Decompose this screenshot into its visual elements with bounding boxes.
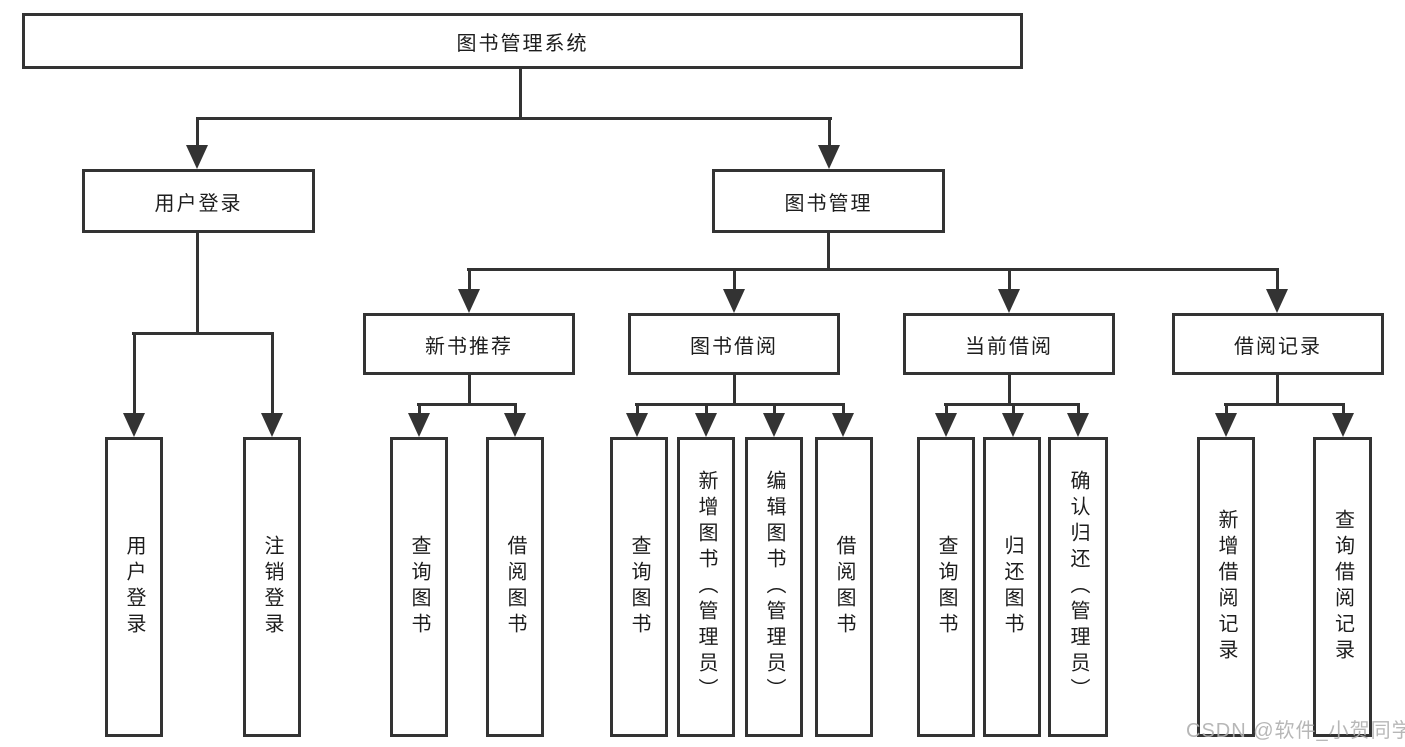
connector-line — [842, 403, 845, 414]
arrow-down-icon — [695, 413, 717, 437]
connector-line — [945, 403, 948, 414]
connector-line — [773, 403, 776, 414]
arrow-down-icon — [458, 289, 480, 313]
leaf-confirm-return-admin: 确认归还（管理员） — [1048, 437, 1108, 737]
connector-line — [1012, 403, 1015, 414]
node-label: 图书管理系统 — [456, 32, 589, 55]
node-label: 注销登录 — [261, 535, 283, 639]
leaf-logout: 注销登录 — [243, 437, 301, 737]
arrow-down-icon — [818, 145, 840, 169]
node-label: 查询图书 — [628, 535, 650, 639]
arrow-down-icon — [261, 413, 283, 437]
node-new-book-recommend: 新书推荐 — [363, 313, 575, 375]
connector-line — [467, 268, 1279, 271]
connector-line — [636, 403, 639, 414]
connector-line — [827, 233, 830, 271]
connector-line — [196, 233, 199, 335]
connector-line — [418, 403, 421, 414]
leaf-query-books-3: 查询图书 — [917, 437, 975, 737]
arrow-down-icon — [1067, 413, 1089, 437]
connector-line — [1008, 375, 1011, 406]
arrow-down-icon — [408, 413, 430, 437]
node-current-borrow: 当前借阅 — [903, 313, 1115, 375]
arrow-down-icon — [123, 413, 145, 437]
connector-line — [196, 117, 832, 120]
connector-line — [196, 117, 199, 145]
node-borrow-record: 借阅记录 — [1172, 313, 1384, 375]
node-book-management: 图书管理 — [712, 169, 945, 233]
arrow-down-icon — [763, 413, 785, 437]
node-label: 借阅图书 — [504, 535, 526, 639]
connector-line — [1276, 375, 1279, 406]
arrow-down-icon — [935, 413, 957, 437]
connector-line — [828, 117, 831, 145]
leaf-query-borrow-record: 查询借阅记录 — [1313, 437, 1372, 737]
connector-line — [1224, 403, 1345, 406]
connector-line — [1225, 403, 1228, 414]
node-label: 新增图书（管理员） — [695, 470, 717, 704]
leaf-add-books-admin: 新增图书（管理员） — [677, 437, 735, 737]
node-root: 图书管理系统 — [22, 13, 1023, 69]
arrow-down-icon — [626, 413, 648, 437]
connector-line — [271, 332, 274, 413]
node-label: 归还图书 — [1001, 535, 1023, 639]
node-label: 用户登录 — [123, 535, 145, 639]
connector-line — [1276, 268, 1279, 289]
arrow-down-icon — [832, 413, 854, 437]
leaf-add-borrow-record: 新增借阅记录 — [1197, 437, 1255, 737]
leaf-user-login: 用户登录 — [105, 437, 163, 737]
node-label: 图书管理 — [784, 192, 873, 215]
arrow-down-icon — [504, 413, 526, 437]
node-label: 借阅记录 — [1234, 335, 1322, 358]
connector-line — [1077, 403, 1080, 414]
arrow-down-icon — [723, 289, 745, 313]
node-label: 新增借阅记录 — [1215, 509, 1237, 665]
arrow-down-icon — [1002, 413, 1024, 437]
connector-line — [635, 403, 845, 406]
arrow-down-icon — [1332, 413, 1354, 437]
connector-line — [468, 375, 471, 406]
arrow-down-icon — [1215, 413, 1237, 437]
node-user-login: 用户登录 — [82, 169, 315, 233]
connector-line — [133, 332, 136, 413]
node-label: 查询借阅记录 — [1331, 509, 1354, 665]
csdn-watermark: CSDN @软件_小贺同学 — [1186, 720, 1405, 742]
node-label: 查询图书 — [935, 535, 957, 639]
connector-line — [519, 69, 522, 118]
connector-line — [733, 268, 736, 289]
connector-line — [1008, 268, 1011, 289]
connector-line — [733, 375, 736, 406]
connector-line — [1342, 403, 1345, 414]
connector-line — [705, 403, 708, 414]
leaf-borrow-books-2: 借阅图书 — [815, 437, 873, 737]
connector-line — [132, 332, 274, 335]
connector-line — [514, 403, 517, 414]
node-label: 借阅图书 — [833, 535, 855, 639]
leaf-return-books: 归还图书 — [983, 437, 1041, 737]
node-label: 图书借阅 — [690, 335, 778, 358]
arrow-down-icon — [186, 145, 208, 169]
node-label: 编辑图书（管理员） — [763, 470, 785, 704]
arrow-down-icon — [998, 289, 1020, 313]
leaf-query-books-1: 查询图书 — [390, 437, 448, 737]
leaf-edit-books-admin: 编辑图书（管理员） — [745, 437, 803, 737]
leaf-query-books-2: 查询图书 — [610, 437, 668, 737]
node-label: 确认归还（管理员） — [1067, 470, 1089, 704]
arrow-down-icon — [1266, 289, 1288, 313]
node-book-borrow: 图书借阅 — [628, 313, 840, 375]
leaf-borrow-books-1: 借阅图书 — [486, 437, 544, 737]
connector-line — [417, 403, 517, 406]
connector-line — [468, 268, 471, 289]
node-label: 新书推荐 — [425, 335, 513, 358]
node-label: 当前借阅 — [965, 335, 1053, 358]
node-label: 用户登录 — [154, 192, 243, 215]
node-label: 查询图书 — [408, 535, 430, 639]
